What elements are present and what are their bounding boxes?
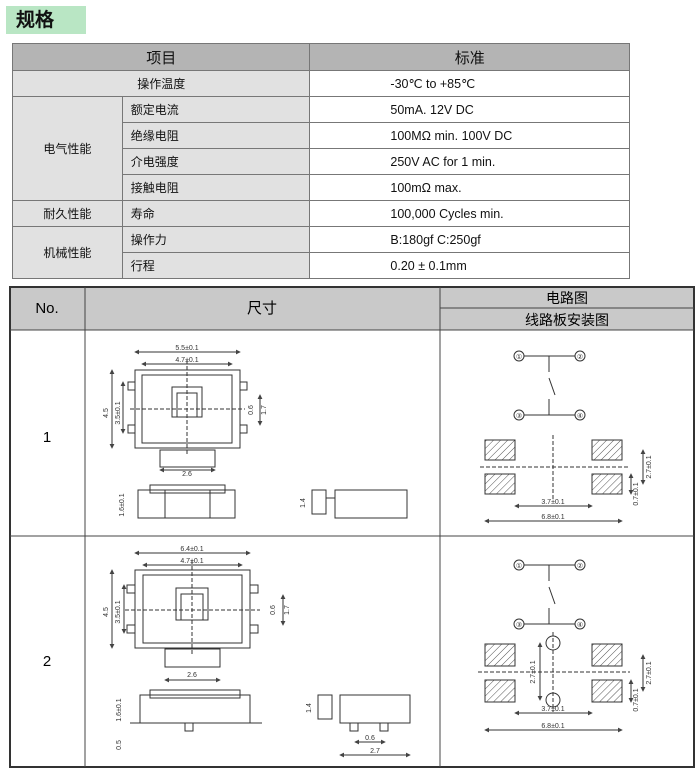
dim-label: 1.4 bbox=[306, 703, 313, 713]
dim-label: 3.7±0.1 bbox=[541, 706, 564, 713]
pin-label: ① bbox=[516, 562, 522, 570]
circuit-diagram bbox=[513, 559, 586, 630]
pin-label: ③ bbox=[516, 621, 522, 629]
row-value: 100,000 Cycles min. bbox=[309, 200, 630, 227]
col-dim-header: 尺寸 bbox=[247, 300, 277, 317]
dim-label: 0.6 bbox=[248, 405, 255, 415]
dim-label: 4.5 bbox=[103, 408, 110, 418]
dim-label: 0.6 bbox=[270, 605, 277, 615]
col-pcb-header: 线路板安装图 bbox=[525, 312, 609, 328]
pin-label: ② bbox=[577, 353, 583, 361]
dim-label: 2.6 bbox=[182, 471, 192, 478]
row-item: 绝缘电阻 bbox=[121, 122, 311, 149]
table-row: 操作温度 -30℃ to +85℃ bbox=[11, 70, 630, 97]
dim-label: 3.5±0.1 bbox=[115, 401, 122, 424]
dim-label: 1.6±0.1 bbox=[116, 698, 123, 721]
row-item: 行程 bbox=[121, 252, 311, 279]
dim-label: 3.7±0.1 bbox=[541, 499, 564, 506]
group-label: 机械性能 bbox=[12, 226, 123, 279]
dimension-drawing bbox=[109, 550, 411, 758]
pcb-layout bbox=[478, 632, 646, 733]
dim-label: 1.7 bbox=[284, 605, 291, 615]
pcb-layout bbox=[480, 435, 646, 524]
dimension-drawing bbox=[109, 349, 408, 519]
pin-label: ④ bbox=[577, 412, 583, 420]
pin-label: ③ bbox=[516, 412, 522, 420]
pin-label: ④ bbox=[577, 621, 583, 629]
row-value: 0.20 ± 0.1mm bbox=[309, 252, 630, 279]
group-label: 耐久性能 bbox=[12, 200, 123, 227]
dimension-labels: 5.5±0.1 4.7±0.1 4.5 3.5±0.1 2.6 0.6 1.7 … bbox=[103, 345, 307, 517]
table-row: 绝缘电阻 100MΩ min. 100V DC bbox=[13, 122, 630, 149]
dim-label: 0.5 bbox=[116, 740, 123, 750]
row-label: 操作温度 bbox=[11, 70, 311, 97]
dim-label: 0.6 bbox=[365, 735, 375, 742]
table-row: 接触电阻 100mΩ max. bbox=[13, 174, 630, 201]
dim-label: 6.8±0.1 bbox=[541, 723, 564, 730]
dim-label: 6.4±0.1 bbox=[180, 546, 203, 553]
dim-label: 2.7±0.1 bbox=[646, 661, 653, 684]
header-item: 项目 bbox=[11, 43, 311, 71]
dim-label: 1.7 bbox=[261, 405, 268, 415]
dim-label: 1.6±0.1 bbox=[119, 493, 126, 516]
row-number: 1 bbox=[43, 429, 51, 446]
section-title: 规格 bbox=[6, 6, 86, 34]
row-item: 接触电阻 bbox=[121, 174, 311, 201]
dim-label: 5.5±0.1 bbox=[175, 345, 198, 352]
row-value: 100mΩ max. bbox=[309, 174, 630, 201]
row-number: 2 bbox=[43, 653, 51, 670]
dim-label: 3.5±0.1 bbox=[115, 600, 122, 623]
dim-label: 4.5 bbox=[103, 607, 110, 617]
group-label: 电气性能 bbox=[12, 96, 123, 201]
dim-label: 2.7 bbox=[370, 748, 380, 755]
dimension-labels: 6.4±0.1 4.7±0.1 4.5 3.5±0.1 2.6 0.6 1.7 … bbox=[103, 546, 380, 755]
col-circuit-header: 电路图 bbox=[546, 290, 588, 306]
dim-label: 2.6 bbox=[187, 672, 197, 679]
row-item: 介电强度 bbox=[121, 148, 311, 175]
table-row: 行程 0.20 ± 0.1mm bbox=[13, 252, 630, 279]
dim-label: 2.7±0.1 bbox=[646, 455, 653, 478]
dim-label: 6.8±0.1 bbox=[541, 514, 564, 521]
col-no-header: No. bbox=[35, 300, 58, 317]
dim-label: 4.7±0.1 bbox=[175, 357, 198, 364]
circuit-diagram bbox=[513, 350, 586, 421]
spec-table: 项目 标准 操作温度 -30℃ to +85℃ 电气性能 额定电流 50mA. … bbox=[11, 43, 630, 279]
dim-label: 0.7±0.1 bbox=[633, 688, 640, 711]
dim-label: 2.7±0.1 bbox=[530, 660, 537, 683]
row-value: 50mA. 12V DC bbox=[309, 96, 630, 123]
dim-label: 0.7±0.1 bbox=[633, 482, 640, 505]
pin-label: ② bbox=[577, 562, 583, 570]
table-row: 介电强度 250V AC for 1 min. bbox=[13, 148, 630, 175]
dim-label: 1.4 bbox=[300, 498, 307, 508]
pin-label: ① bbox=[516, 353, 522, 361]
row-value: 100MΩ min. 100V DC bbox=[309, 122, 630, 149]
dim-label: 4.7±0.1 bbox=[180, 558, 203, 565]
